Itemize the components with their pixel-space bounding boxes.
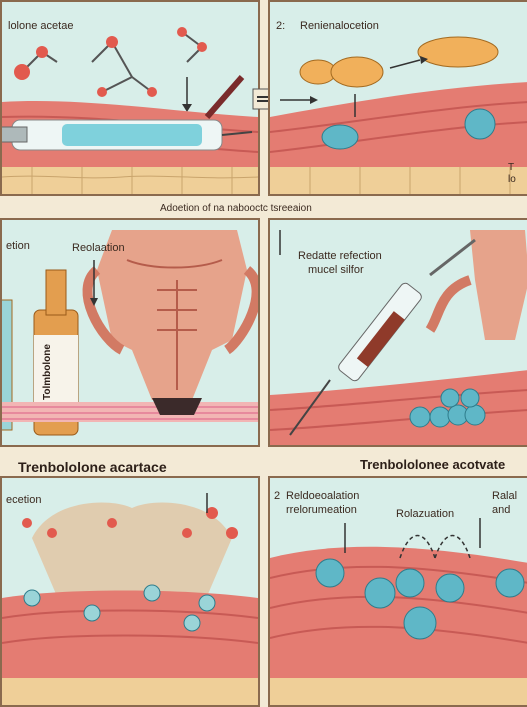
panel2-number: 2: <box>276 20 286 32</box>
panel3-label-1: etion <box>6 240 30 252</box>
molecule-spread-illustration <box>2 478 258 705</box>
panel-absorption: 2: Renienalocetion T lo <box>268 0 527 196</box>
top-caption: Adoetion of na nabooctc tsreeaion <box>160 203 312 214</box>
panel5-label-1: ecetion <box>6 494 42 506</box>
panel6-label-1: Reldoeoalation <box>286 490 360 502</box>
panel2-title: Renienalocetion <box>300 20 379 32</box>
right-heading: Trenbololonee acotvate <box>360 457 506 472</box>
vial-muscle-illustration <box>2 220 258 445</box>
muscle-uptake-illustration <box>270 220 527 445</box>
panel-vial-muscle: etion Reolaation Tolmbolone <box>0 218 260 447</box>
panel2-side-label-1: T <box>508 162 515 173</box>
panel2-side-label-2: lo <box>508 174 516 185</box>
relaxation-illustration <box>270 478 527 705</box>
panel6-label-3: Rolazuation <box>396 508 455 520</box>
panel-muscle-uptake: Redatte refection mucel silfor <box>268 218 527 447</box>
panel1-title: lolone acetae <box>8 20 74 32</box>
absorption-illustration <box>270 2 527 194</box>
left-heading: Trenbololone acartace <box>18 459 167 475</box>
panel6-number: 2 <box>274 490 281 502</box>
panel6-label-5: and <box>492 504 511 516</box>
panel-injection: lolone acetae <box>0 0 260 196</box>
vial-label: Tolmbolone <box>42 344 53 400</box>
panel4-label-1: Redatte refection <box>298 250 382 262</box>
panel3-label-2: Reolaation <box>72 242 125 254</box>
panel6-label-4: Ralal <box>492 490 518 502</box>
panel-relaxation: 2 Reldoeoalation rrelorumeation Rolazuat… <box>268 476 527 707</box>
panel-molecule-spread: ecetion <box>0 476 260 707</box>
injection-illustration <box>2 2 258 194</box>
panel4-label-2: mucel silfor <box>308 264 364 276</box>
panel6-label-2: rrelorumeation <box>286 504 357 516</box>
